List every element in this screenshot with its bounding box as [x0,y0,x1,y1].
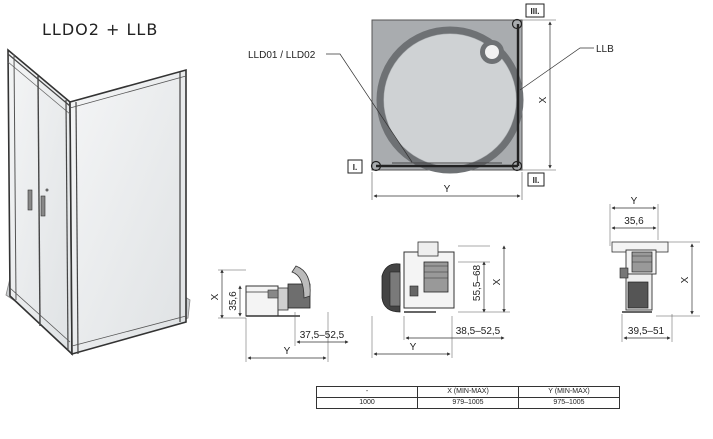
table-row: 1000 979–1005 975–1005 [316,397,620,409]
enclosure-3d-view [5,48,191,356]
corner-label-1: I. [353,163,357,172]
table-cell: 1000 [316,397,418,409]
plan-view: I. II. III. LLD01 / LLD02 LLB X Y [248,3,614,200]
drain-inner-icon [485,45,499,59]
table-header-cell: Y (MIN-MAX) [518,386,620,398]
table-header-cell: X (MIN-MAX) [417,386,519,398]
dim-y-plan: Y [444,184,451,195]
profile-2-dim-x: X [492,278,503,285]
table-cell: 975–1005 [518,397,620,409]
profile-3-dim-w: 35,6 [624,216,644,227]
door-handle-icon [27,189,33,211]
profile-1-dim-h: 35,6 [228,291,239,311]
side-panel-glass [69,68,187,356]
label-llb: LLB [596,44,614,55]
door-divider [37,75,41,327]
profile-detail-3: Y 35,6 X 39,5–51 [609,196,700,342]
corner-label-2: II. [533,176,540,185]
corner-marker-2-icon [511,160,523,172]
profile-2-dim-h: 55,5–68 [472,264,483,301]
product-title: LLDO2 + LLB [42,20,159,39]
dim-x-plan: X [538,96,549,103]
table-cell: 979–1005 [417,397,519,409]
profile-3-dim-x: X [680,276,691,283]
table-header-row: - X (MIN-MAX) Y (MIN-MAX) [316,386,620,398]
profile-detail-2: 55,5–68 X 38,5–52,5 Y [371,241,510,358]
profile-1-dim-range: 37,5–52,5 [300,330,345,341]
profile-1-dim-y: Y [284,346,291,357]
tray-basin-ring [376,26,524,174]
label-lld: LLD01 / LLD02 [248,50,316,61]
corner-marker-3-icon [511,18,523,30]
corner-label-3: III. [531,7,540,16]
dimension-table: - X (MIN-MAX) Y (MIN-MAX) 1000 979–1005 … [316,386,620,409]
table-header-cell: - [316,386,418,398]
profile-2-dim-y: Y [410,342,417,353]
profile-detail-1: X 35,6 37,5–52,5 Y [210,265,349,362]
profile-3-dim-range: 39,5–51 [628,326,665,337]
profile-3-dim-y: Y [631,196,638,207]
profile-2-dim-range: 38,5–52,5 [456,326,501,337]
corner-marker-1-icon [370,160,382,172]
profile-2-roller-section [423,261,449,293]
profile-1-dim-x: X [210,293,221,300]
